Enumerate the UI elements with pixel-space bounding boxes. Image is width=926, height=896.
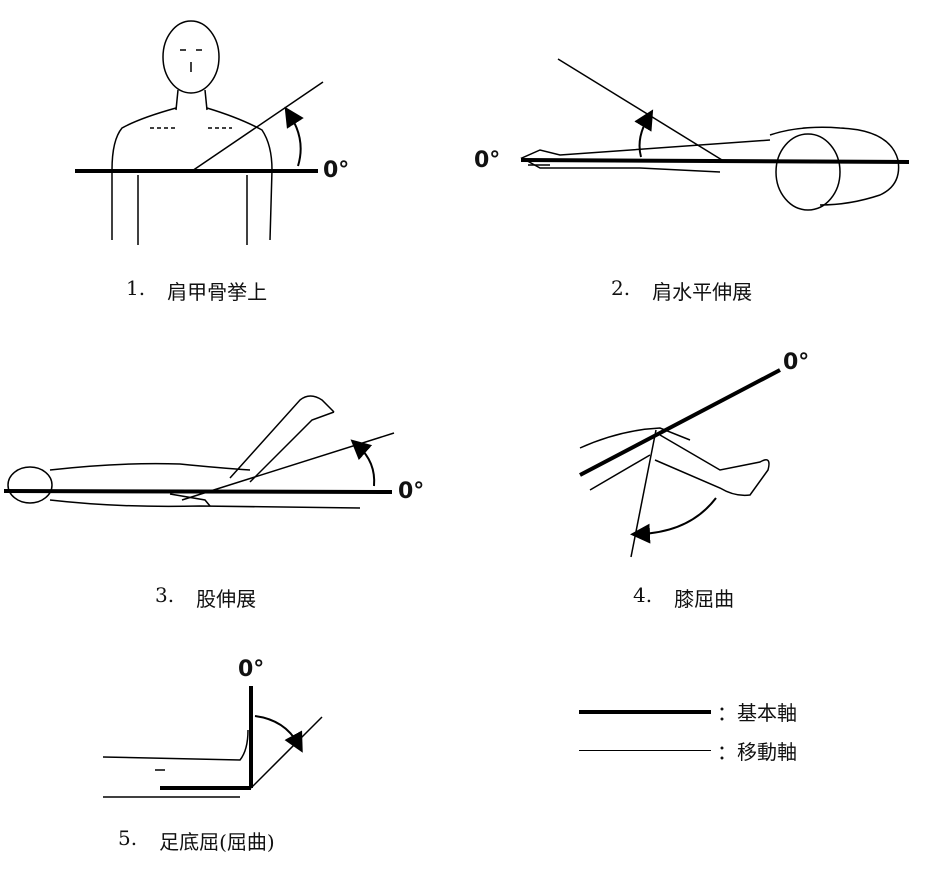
figure-4-angle-arrow (630, 497, 717, 544)
legend-base-axis: ：基本軸 (579, 697, 797, 726)
caption-3: 3. 股伸展 (155, 583, 256, 612)
zero-degree-label-2: 0° (474, 148, 501, 173)
caption-4: 4. 膝屈曲 (633, 583, 734, 612)
figure-4-base-axis (579, 368, 781, 477)
figure-2-base-axis (520, 158, 910, 164)
caption-5-label: 足底屈(屈曲) (159, 830, 275, 854)
figure-3-hip-extension (7, 395, 361, 509)
caption-3-label: 股伸展 (196, 587, 257, 611)
figure-4-knee-flexion (579, 427, 770, 497)
figure-2-angle-arrow (634, 109, 654, 158)
caption-1: 1. 肩甲骨挙上 (126, 276, 267, 305)
caption-4-number: 4. (633, 583, 653, 607)
caption-2-label: 肩水平伸展 (652, 280, 753, 304)
figure-4-moving-axis (630, 429, 657, 558)
figure-5-plantar-flexion (102, 729, 249, 798)
figure-1-moving-axis (191, 81, 324, 172)
legend-base-axis-label: ：基本軸 (717, 701, 797, 725)
caption-1-number: 1. (126, 276, 146, 300)
figure-2-shoulder-extension (520, 126, 900, 211)
zero-degree-label-3: 0° (398, 479, 425, 504)
caption-4-label: 膝屈曲 (674, 587, 735, 611)
caption-5-number: 5. (118, 826, 138, 850)
caption-1-label: 肩甲骨挙上 (167, 280, 268, 304)
caption-2: 2. 肩水平伸展 (611, 276, 752, 305)
figure-5-moving-axis (250, 716, 323, 789)
zero-degree-label-1: 0° (323, 158, 350, 183)
figure-5-angle-arrow (254, 715, 303, 753)
caption-3-number: 3. (155, 583, 175, 607)
legend-moving-axis-swatch (579, 749, 711, 752)
figure-3-angle-arrow (350, 439, 376, 487)
figure-3-base-axis (3, 489, 393, 494)
legend-moving-axis-label: ：移動軸 (717, 740, 797, 764)
zero-degree-label-5: 0° (238, 657, 265, 682)
figure-1-shoulder-elevation (111, 20, 273, 245)
zero-degree-label-4: 0° (783, 350, 810, 375)
figure-1-angle-arrow (284, 106, 304, 167)
caption-5: 5. 足底屈(屈曲) (118, 826, 275, 855)
legend-base-axis-swatch (579, 709, 711, 714)
legend-moving-axis: ：移動軸 (579, 736, 797, 765)
caption-2-number: 2. (611, 276, 631, 300)
